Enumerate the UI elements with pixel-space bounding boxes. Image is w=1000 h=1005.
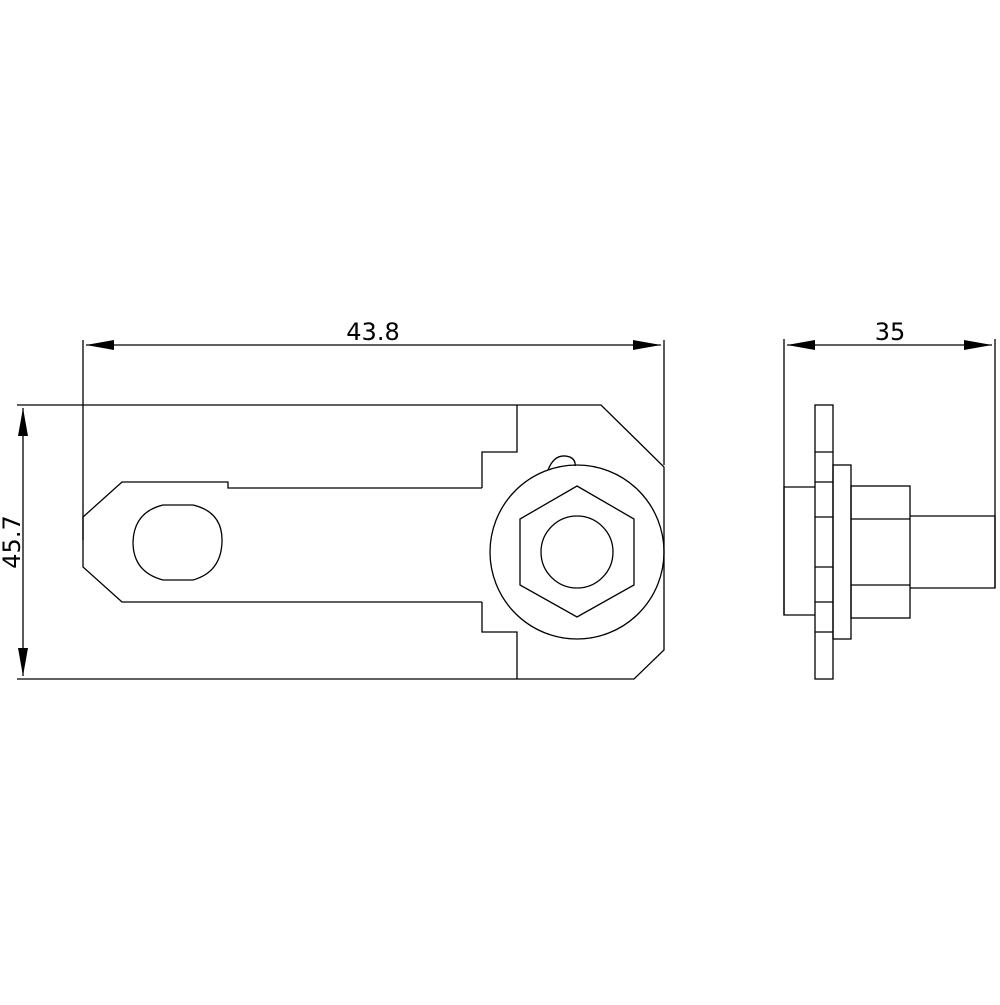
height-dimension: 45.7 xyxy=(0,408,28,676)
stud-circle xyxy=(540,515,614,589)
depth-dimension-label: 35 xyxy=(875,318,906,346)
arrow-up-icon xyxy=(18,408,28,436)
slot-outline xyxy=(82,481,482,603)
arrow-left-icon xyxy=(787,340,815,350)
washer-circle xyxy=(489,464,665,640)
stud-side xyxy=(910,515,996,589)
arrow-left-icon xyxy=(86,340,114,350)
arrow-right-icon xyxy=(964,340,992,350)
terminal-stud xyxy=(489,455,665,640)
small-tab-arc xyxy=(547,455,576,471)
terminal-strip xyxy=(814,404,834,680)
depth-dimension: 35 xyxy=(783,318,996,615)
arrow-down-icon xyxy=(18,648,28,676)
hex-nut-side xyxy=(850,485,911,619)
oval-hole xyxy=(132,504,223,581)
side-view: 35 xyxy=(783,318,996,680)
front-view: 43.8 45.7 xyxy=(0,318,665,680)
washer xyxy=(832,464,852,640)
width-dimension-label: 43.8 xyxy=(346,318,399,346)
arrow-right-icon xyxy=(633,340,661,350)
height-dimension-label: 45.7 xyxy=(0,515,26,568)
width-dimension: 43.8 xyxy=(82,318,665,540)
back-plate xyxy=(783,486,815,616)
hex-nut xyxy=(519,485,635,618)
